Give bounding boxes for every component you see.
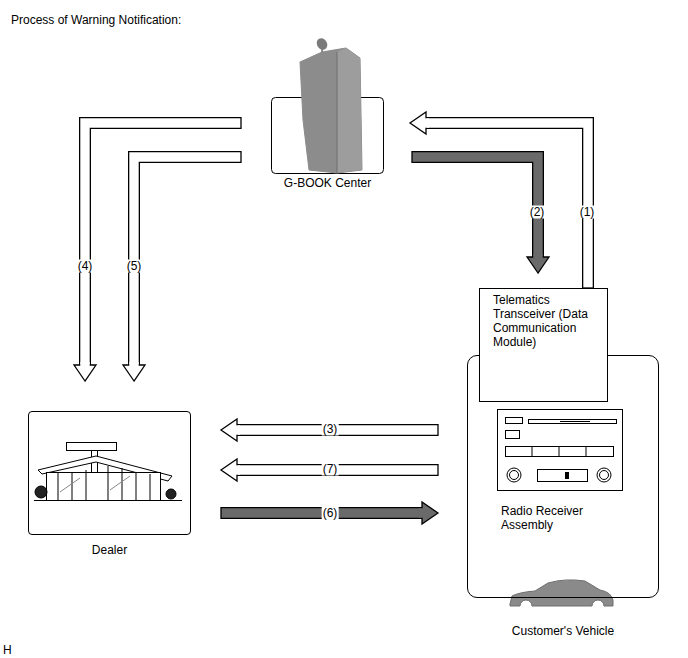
- flow-arrow: [74, 117, 241, 381]
- step-number: (1): [579, 206, 596, 219]
- node-label: Radio Receiver Assembly: [501, 504, 596, 532]
- step-number: (7): [322, 463, 339, 476]
- car-icon: [510, 580, 613, 606]
- dealer-illustration: [34, 443, 182, 501]
- flow-arrow: [221, 459, 438, 481]
- step-number: (3): [322, 423, 339, 436]
- flow-arrow: [123, 151, 241, 381]
- transceiver-box: Telematics Transceiver (Data Communicati…: [479, 288, 608, 402]
- flow-arrow: [221, 502, 438, 524]
- radio-node: Radio Receiver Assembly: [498, 410, 624, 532]
- diagram-title: Process of Warning Notification:: [11, 13, 181, 27]
- step-number: (2): [529, 206, 546, 219]
- node-label: Telematics Transceiver (Data Communicati…: [480, 289, 607, 353]
- node-label: Dealer: [92, 543, 127, 557]
- flow-arrow: [410, 112, 594, 288]
- radio-illustration: [498, 410, 623, 491]
- dealer-node: Dealer: [28, 411, 191, 535]
- flow-arrow: [412, 151, 549, 273]
- vehicle-node: Customer's VehicleTelematics Transceiver…: [467, 355, 659, 598]
- step-number: (4): [77, 260, 94, 273]
- figure-code: H: [3, 643, 12, 657]
- node-label: G-BOOK Center: [284, 176, 371, 190]
- node-label: Customer's Vehicle: [512, 624, 614, 638]
- center-building: [300, 36, 362, 173]
- step-number: (5): [126, 260, 143, 273]
- flow-arrow: [221, 419, 438, 441]
- center-node: G-BOOK Center: [271, 97, 384, 192]
- step-number: (6): [322, 507, 339, 520]
